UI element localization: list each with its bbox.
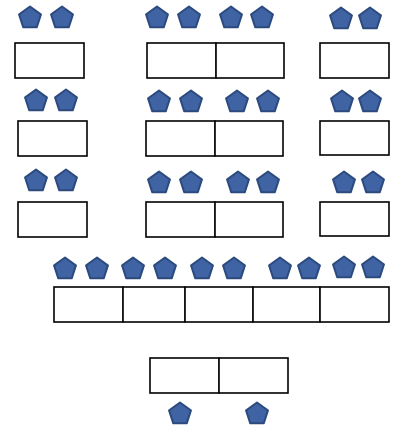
row-1-single-right <box>319 6 390 79</box>
pentagon-icon <box>54 88 78 112</box>
box-5 <box>319 286 390 323</box>
pentagon-icon <box>24 168 48 192</box>
row-1-double-middle <box>145 5 285 79</box>
pentagon-icon <box>226 170 250 194</box>
pentagon-icon <box>245 401 269 425</box>
pentagon-icon <box>147 170 171 194</box>
pentagon-icon <box>361 255 385 279</box>
pentagon-icon <box>54 168 78 192</box>
pentagon-icon <box>332 170 356 194</box>
box-2 <box>215 42 285 79</box>
pentagon-icon <box>50 5 74 29</box>
pentagon-icon <box>85 256 109 280</box>
pentagon-icon <box>268 256 292 280</box>
box-1 <box>17 201 88 238</box>
pentagon-icon <box>153 256 177 280</box>
pentagon-icon <box>330 89 354 113</box>
box-1 <box>17 120 88 157</box>
pentagon-icon <box>250 5 274 29</box>
pentagon-icon <box>121 256 145 280</box>
row-2-single-right <box>319 89 390 156</box>
pentagon-icon <box>222 256 246 280</box>
pentagon-icon <box>190 256 214 280</box>
box-1 <box>319 120 390 156</box>
row-2-double-middle <box>145 89 284 157</box>
pentagon-icon <box>145 5 169 29</box>
box-1 <box>146 42 217 79</box>
pentagon-icon <box>361 170 385 194</box>
row-2-single-left <box>17 88 88 157</box>
box-1 <box>53 286 124 323</box>
pentagon-icon <box>179 89 203 113</box>
box-2 <box>214 201 284 238</box>
row-3-single-left <box>17 168 88 238</box>
pentagon-icon <box>225 89 249 113</box>
pentagon-icon <box>297 256 321 280</box>
pentagon-icon <box>147 89 171 113</box>
box-1 <box>14 42 85 79</box>
box-2 <box>122 286 186 323</box>
box-2 <box>218 357 289 394</box>
box-1 <box>145 201 216 238</box>
pentagon-icon <box>168 401 192 425</box>
pentagon-icon <box>332 255 356 279</box>
pentagon-icon <box>18 5 42 29</box>
pentagon-icon <box>24 88 48 112</box>
row-5-double-bottom <box>149 357 289 425</box>
pentagon-icon <box>358 89 382 113</box>
row-3-double-middle <box>145 170 284 238</box>
pentagon-icon <box>256 89 280 113</box>
row-1-single-left <box>14 5 85 79</box>
box-3 <box>184 286 254 323</box>
pentagon-icon <box>179 170 203 194</box>
box-1 <box>319 42 390 79</box>
pentagon-icon <box>177 5 201 29</box>
pentagon-icon <box>53 256 77 280</box>
pentagon-icon <box>219 5 243 29</box>
pentagon-icon <box>329 6 353 30</box>
box-4 <box>252 286 321 323</box>
box-1 <box>145 120 216 157</box>
pentagon-icon <box>358 6 382 30</box>
row-3-single-right <box>319 170 390 237</box>
row-4-five-boxes <box>53 255 390 323</box>
box-1 <box>319 201 390 237</box>
pentagon-icon <box>256 170 280 194</box>
box-1 <box>149 357 220 394</box>
box-2 <box>214 120 284 157</box>
